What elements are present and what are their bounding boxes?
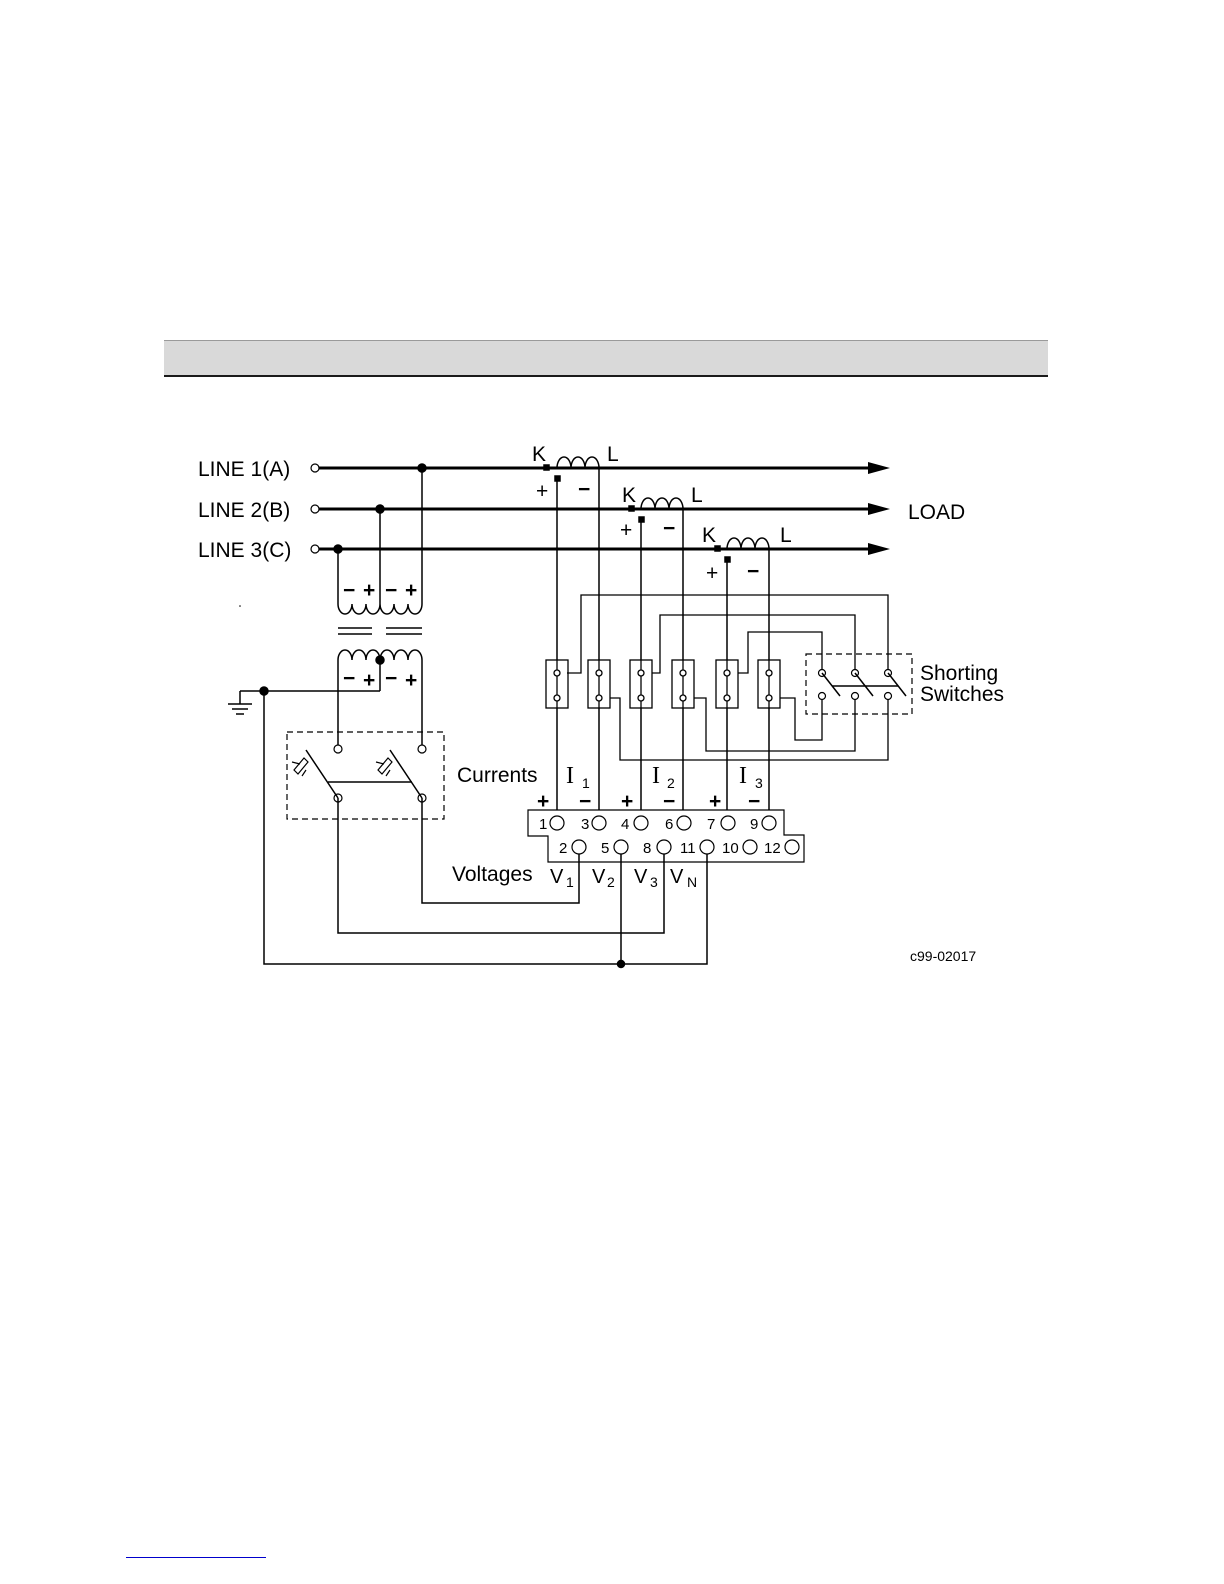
terminal-label-9: 9: [750, 816, 758, 833]
ct-3-k-label: K: [702, 524, 716, 547]
terminal-label-2: 2: [559, 840, 567, 857]
line-1-label: LINE 1(A): [198, 458, 290, 481]
voltage-1-symbol: V: [550, 866, 564, 888]
terminal-plus-3: +: [709, 790, 721, 813]
ct-3-coil-icon: [727, 538, 769, 549]
terminal-1: [550, 816, 564, 830]
ct-1-minus: −: [578, 478, 590, 501]
current-1-sub: 1: [582, 775, 590, 791]
stray-dot: [239, 605, 241, 607]
line-3-terminal: [311, 545, 319, 553]
ct-1-coil-icon: [557, 457, 599, 468]
ct-2-l-label: L: [691, 484, 703, 507]
terminal-label-6: 6: [665, 816, 673, 833]
line-2-label: LINE 2(B): [198, 499, 290, 522]
pt-lower-minus-1: −: [343, 667, 355, 690]
ct-1-plus: +: [536, 480, 548, 503]
footnote-rule: [126, 1557, 266, 1558]
terminal-2: [572, 840, 586, 854]
current-2-sub: 2: [667, 775, 675, 791]
terminal-7: [721, 816, 735, 830]
arrow-line-2: [868, 503, 890, 515]
pt-upper-minus-1: −: [343, 579, 355, 602]
line-3-label: LINE 3(C): [198, 539, 291, 562]
ct-3-minus: −: [747, 560, 759, 583]
voltage-2-sub: 2: [607, 874, 615, 890]
voltage-n-symbol: V: [670, 866, 684, 888]
pt-lower-plus-1: +: [363, 669, 375, 692]
terminal-label-7: 7: [707, 816, 715, 833]
voltage-n-sub: N: [687, 874, 697, 890]
voltage-2-symbol: V: [592, 866, 606, 888]
terminal-minus-2: −: [663, 790, 675, 813]
pt-upper-minus-2: −: [385, 579, 397, 602]
terminal-minus-1: −: [579, 790, 591, 813]
pt-lower-minus-2: −: [385, 667, 397, 690]
fuse-icon-2: [376, 758, 392, 776]
ground-icon: [228, 691, 264, 714]
terminal-11: [700, 840, 714, 854]
terminal-10: [743, 840, 757, 854]
terminal-label-12: 12: [764, 840, 781, 857]
line-2-terminal: [311, 505, 319, 513]
voltages-label: Voltages: [452, 863, 533, 886]
ct-2-plus: +: [620, 519, 632, 542]
terminal-label-10: 10: [722, 840, 739, 857]
terminal-label-8: 8: [643, 840, 651, 857]
terminal-5: [614, 840, 628, 854]
current-3-symbol: I: [739, 763, 747, 789]
terminal-label-4: 4: [621, 816, 629, 833]
terminal-label-11: 11: [680, 840, 696, 857]
terminal-12: [785, 840, 799, 854]
terminal-plus-2: +: [621, 790, 633, 813]
pt-upper-plus-2: +: [405, 579, 417, 602]
pt-lower-plus-2: +: [405, 669, 417, 692]
ct-3-plus: +: [706, 562, 718, 585]
terminal-4: [634, 816, 648, 830]
terminal-label-5: 5: [601, 840, 609, 857]
pt-disconnect-switch: [287, 732, 444, 819]
load-label: LOAD: [908, 501, 965, 524]
pt-primary-coil-icon: [338, 604, 422, 614]
ct-3-l-label: L: [780, 524, 792, 547]
pt-upper-plus-1: +: [363, 579, 375, 602]
arrow-line-3: [868, 543, 890, 555]
shorting-switches-label-1: Shorting: [920, 662, 998, 685]
ct-2-k-label: K: [622, 484, 636, 507]
current-3-sub: 3: [755, 775, 763, 791]
current-1-symbol: I: [566, 763, 574, 789]
currents-label: Currents: [457, 764, 538, 787]
terminal-6: [677, 816, 691, 830]
terminal-label-1: 1: [539, 816, 547, 833]
terminal-8: [657, 840, 671, 854]
line-1-terminal: [311, 464, 319, 472]
voltage-1-sub: 1: [566, 874, 574, 890]
voltage-3-symbol: V: [634, 866, 648, 888]
current-2-symbol: I: [652, 763, 660, 789]
terminal-label-3: 3: [581, 816, 589, 833]
ct-1-k-label: K: [532, 443, 546, 466]
shorting-switches-label-2: Switches: [920, 683, 1004, 706]
terminal-9: [762, 816, 776, 830]
terminal-plus-1: +: [537, 790, 549, 813]
voltage-3-sub: 3: [650, 874, 658, 890]
ct-2-coil-icon: [641, 498, 683, 509]
terminal-3: [592, 816, 606, 830]
ct-1-l-label: L: [607, 443, 619, 466]
terminal-minus-3: −: [748, 790, 760, 813]
load-arrows: [868, 462, 890, 555]
fuse-icon-1: [292, 758, 308, 776]
ct-2-minus: −: [663, 517, 675, 540]
figure-code: c99-02017: [910, 948, 976, 964]
arrow-line-1: [868, 462, 890, 474]
